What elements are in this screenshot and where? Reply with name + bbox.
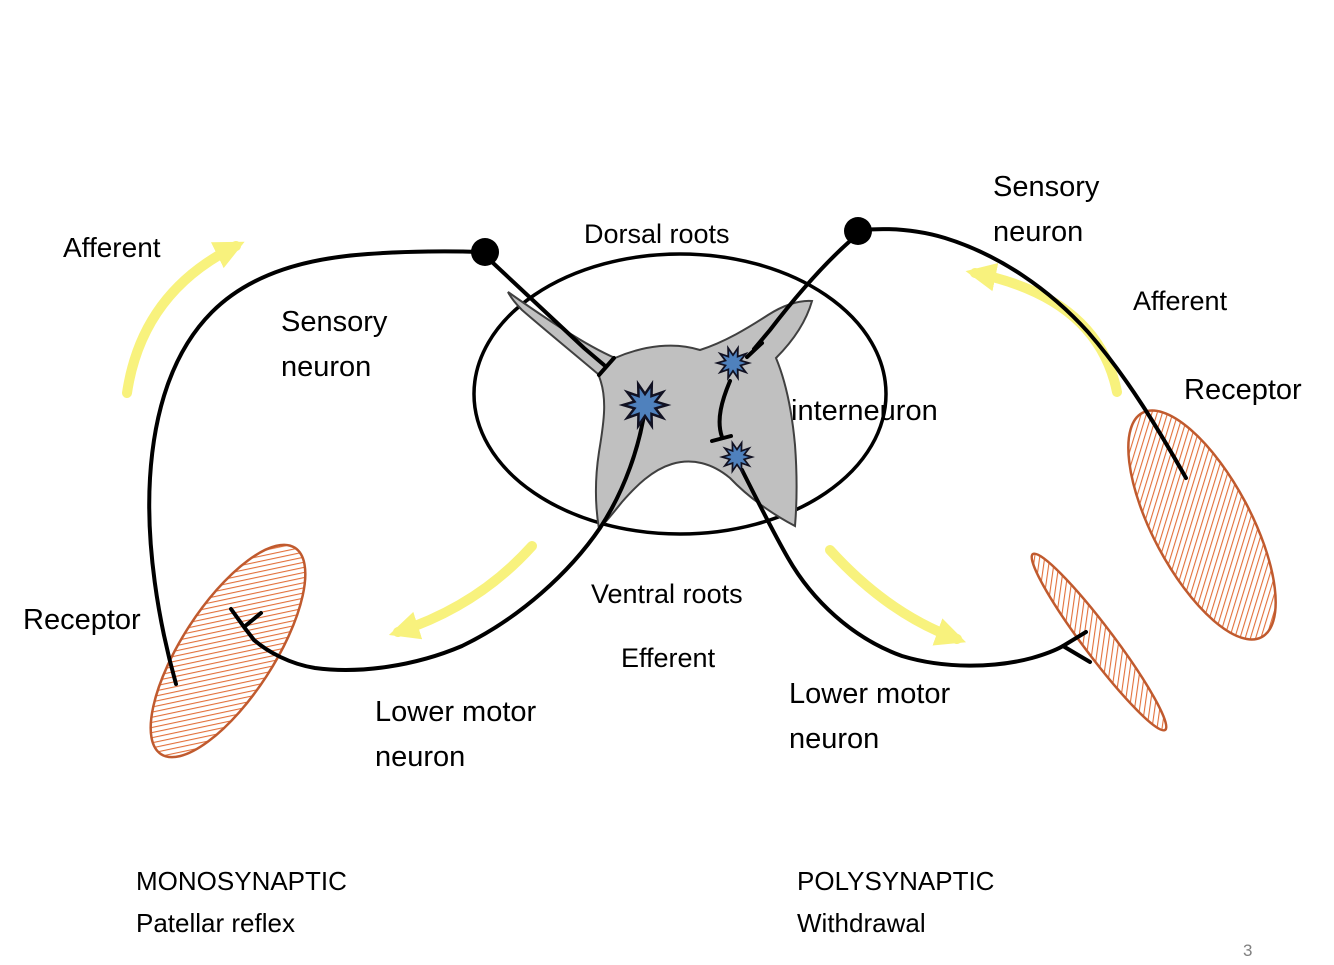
label-dorsal-roots: Dorsal roots: [584, 219, 730, 249]
neuron-fibers: [147, 227, 1188, 686]
label-receptor-right: Receptor: [1184, 374, 1302, 406]
muscle-left-quadriceps: [149, 543, 307, 759]
sensory-cell-body-left: [471, 238, 499, 266]
afferent-arrow-left: [122, 241, 245, 398]
label-interneuron: interneuron: [791, 395, 938, 427]
sensory-terminal-right: [745, 341, 764, 359]
sensory-axon-left-peripheral: [147, 249, 482, 686]
label-sensory-neuron-left: Sensory neuron: [281, 306, 388, 383]
label-receptor-left: Receptor: [23, 604, 141, 636]
interneuron-axon: [717, 379, 732, 439]
sensory-axon-left-central: [490, 260, 606, 367]
sensory-axon-right-peripheral: [860, 227, 1188, 480]
interneuron-terminal: [710, 434, 733, 443]
label-withdrawal: Withdrawal: [797, 908, 926, 938]
muscle-right-flexor: [1030, 552, 1168, 732]
label-efferent: Efferent: [621, 643, 716, 673]
label-afferent-right: Afferent: [1133, 286, 1228, 316]
label-monosynaptic: MONOSYNAPTIC: [136, 866, 347, 896]
label-ventral-roots: Ventral roots: [591, 579, 743, 609]
motor-axon-right: [740, 468, 1065, 668]
efferent-arrow-right: [825, 545, 967, 646]
motor-terminal-left: [229, 607, 263, 642]
sensory-axon-right-central: [752, 239, 852, 351]
efferent-arrow-left: [388, 541, 537, 640]
label-lower-motor-neuron-left: Lower motor neuron: [375, 696, 537, 773]
sensory-cell-body-right: [844, 217, 872, 245]
motor-terminal-right: [1061, 630, 1092, 664]
muscle-right-receptor: [1127, 409, 1277, 641]
label-afferent-left: Afferent: [63, 232, 161, 263]
label-sensory-neuron-right: Sensory neuron: [993, 171, 1100, 248]
page-number: 3: [1243, 941, 1253, 960]
label-polysynaptic: POLYSYNAPTIC: [797, 866, 995, 896]
label-patellar-reflex: Patellar reflex: [136, 908, 295, 938]
sensory-terminal-left: [597, 356, 616, 377]
motor-axon-left: [252, 406, 647, 672]
label-lower-motor-neuron-right: Lower motor neuron: [789, 678, 951, 755]
